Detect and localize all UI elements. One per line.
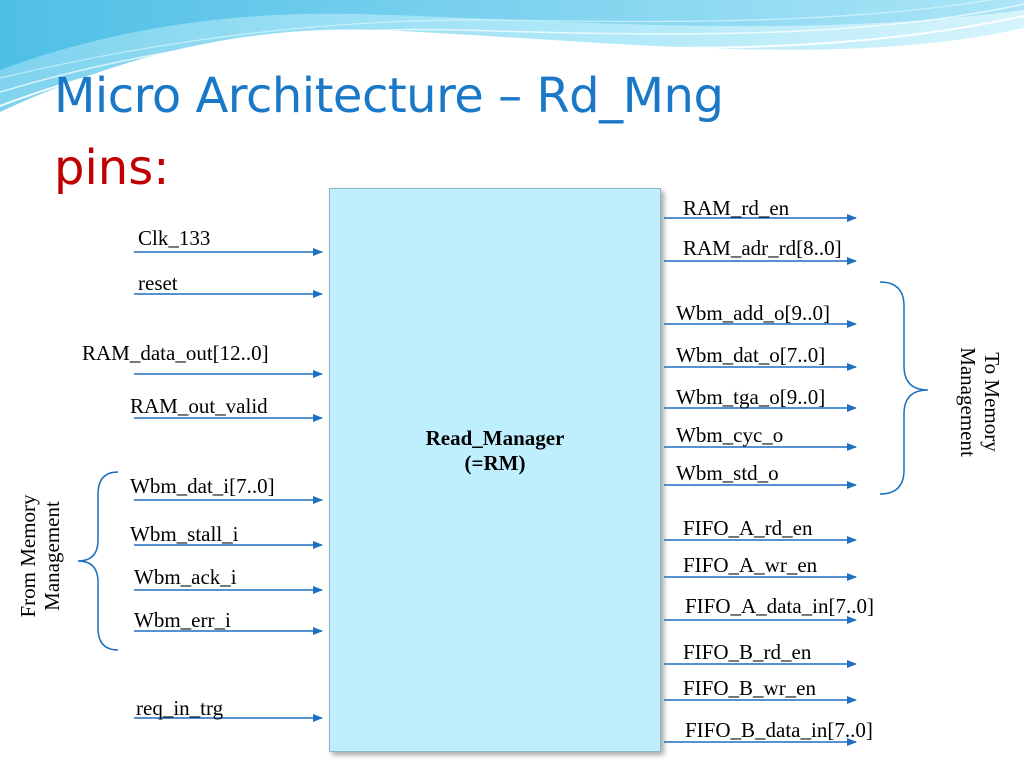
group-label-line: From Memory xyxy=(16,494,40,618)
block-subtitle: (=RM) xyxy=(464,451,526,475)
pin-label-output: FIFO_B_data_in[7..0] xyxy=(685,718,873,742)
pin-label-input: Wbm_dat_i[7..0] xyxy=(130,474,275,498)
slide-subtitle: pins: xyxy=(54,140,170,196)
pin-label-output: Wbm_std_o xyxy=(676,461,779,485)
pin-label-input: Wbm_ack_i xyxy=(134,565,237,589)
pin-label-output: Wbm_add_o[9..0] xyxy=(676,301,830,325)
pin-label-output: FIFO_B_rd_en xyxy=(683,640,812,664)
read-manager-block: Read_Manager (=RM) xyxy=(329,188,661,752)
right-brace xyxy=(879,281,929,495)
pin-label-input: Wbm_stall_i xyxy=(130,522,239,546)
pin-label-output: Wbm_tga_o[9..0] xyxy=(676,385,826,409)
from-memory-management-label: From Memory Management xyxy=(16,494,64,617)
group-label-line: Management xyxy=(40,501,64,611)
pin-label-input: Clk_133 xyxy=(138,226,211,250)
group-label-line: Management xyxy=(956,347,980,457)
pin-label-output: FIFO_A_data_in[7..0] xyxy=(685,594,874,618)
pin-label-input: req_in_trg xyxy=(136,696,224,720)
pin-label-output: Wbm_dat_o[7..0] xyxy=(676,343,826,367)
pin-label-input: reset xyxy=(138,271,178,295)
left-brace xyxy=(77,471,119,651)
pin-label-input: Wbm_err_i xyxy=(134,608,231,632)
pin-label-output: RAM_adr_rd[8..0] xyxy=(683,236,842,260)
pin-label-input: RAM_out_valid xyxy=(130,394,268,418)
to-memory-management-label: To Memory Management xyxy=(956,347,1004,457)
pin-label-output: Wbm_cyc_o xyxy=(676,423,784,447)
pin-label-input: RAM_data_out[12..0] xyxy=(82,341,269,365)
pin-label-output: FIFO_B_wr_en xyxy=(683,676,817,700)
slide-title: Micro Architecture – Rd_Mng xyxy=(54,68,724,124)
group-label-line: To Memory xyxy=(980,352,1004,452)
pin-label-output: FIFO_A_wr_en xyxy=(683,553,818,577)
pin-label-output: RAM_rd_en xyxy=(683,196,790,220)
block-title: Read_Manager xyxy=(425,426,565,450)
pin-label-output: FIFO_A_rd_en xyxy=(683,516,813,540)
